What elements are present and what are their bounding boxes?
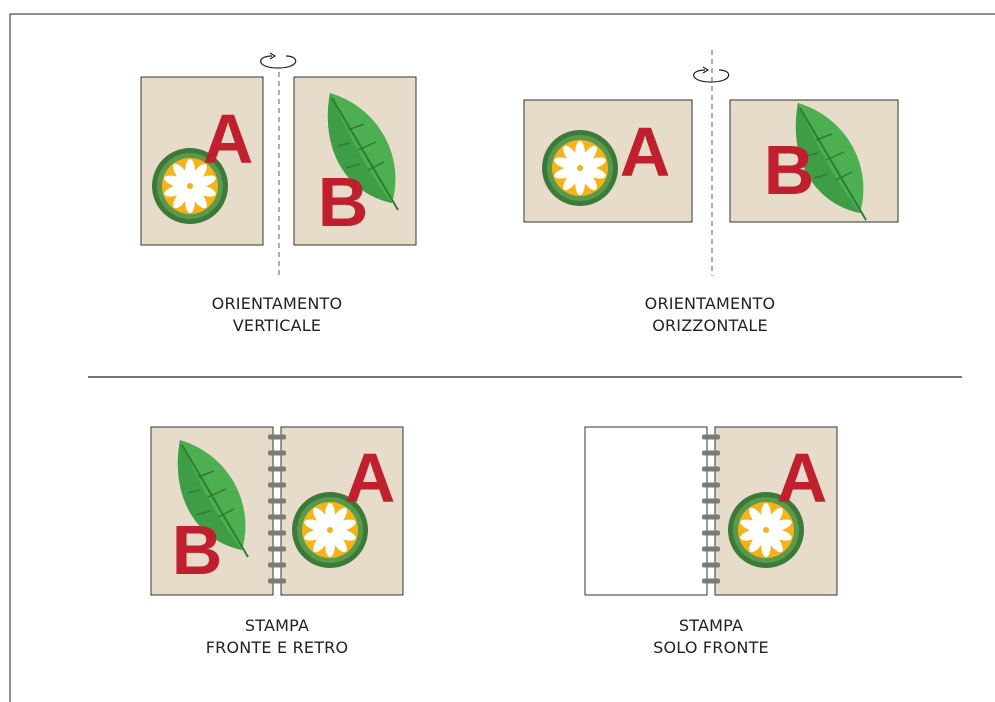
duplex-label: STAMPA FRONTE E RETRO xyxy=(127,615,427,659)
page-a-letter: A xyxy=(620,113,671,191)
simplex-label-line2: SOLO FRONTE xyxy=(653,638,769,657)
duplex-print-illustration: B A xyxy=(150,426,404,596)
page-a-letter: A xyxy=(203,100,254,178)
page-b-letter: B xyxy=(318,163,369,241)
landscape-label: ORIENTAMENTO ORIZZONTALE xyxy=(560,293,860,337)
portrait-orientation-illustration: A B xyxy=(140,52,417,276)
page-b-letter: B xyxy=(172,511,223,589)
citrus-icon xyxy=(542,130,618,206)
landscape-orientation-illustration: A B xyxy=(523,50,899,276)
page-a-letter: A xyxy=(345,439,396,517)
landscape-label-line2: ORIZZONTALE xyxy=(652,316,768,335)
duplex-label-line1: STAMPA xyxy=(244,616,310,635)
portrait-label-line2: VERTICALE xyxy=(232,316,322,335)
simplex-label: STAMPA SOLO FRONTE xyxy=(561,615,861,659)
simplex-label-line1: STAMPA xyxy=(678,616,744,635)
simplex-print-illustration: A xyxy=(584,426,838,596)
rotation-arrow-icon xyxy=(260,52,297,69)
page-b-letter: B xyxy=(764,131,815,209)
rotation-arrow-icon xyxy=(693,66,730,83)
duplex-label-line2: FRONTE E RETRO xyxy=(205,638,349,657)
landscape-label-line1: ORIENTAMENTO xyxy=(644,294,776,313)
page-a-letter: A xyxy=(777,439,828,517)
portrait-label: ORIENTAMENTO VERTICALE xyxy=(127,293,427,337)
portrait-label-line1: ORIENTAMENTO xyxy=(211,294,343,313)
